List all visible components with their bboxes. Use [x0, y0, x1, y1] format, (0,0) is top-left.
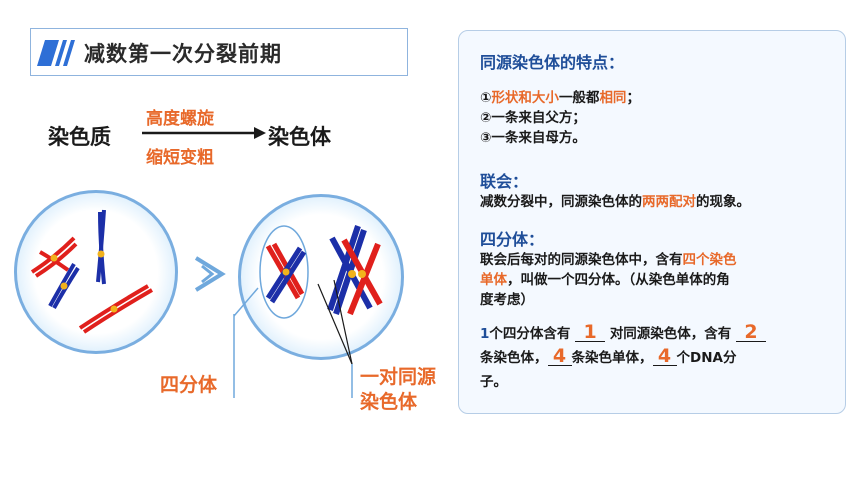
- step-shorten-thicken: 缩短变粗: [146, 148, 214, 168]
- tetrads-icon: [259, 225, 383, 319]
- cell-before: [14, 190, 178, 354]
- homologous-pair-label-1: 一对同源: [360, 366, 437, 388]
- heading-synapsis: 联会：: [480, 172, 529, 191]
- answer-blank-1[interactable]: 1: [575, 323, 606, 342]
- title-decoration-icon: [37, 40, 75, 66]
- pointer-lines: [233, 280, 353, 398]
- transition-arrow-icon: [194, 256, 226, 292]
- feature-1: ①形状和大小一般都相同；: [480, 90, 640, 106]
- heading-tetrad: 四分体：: [480, 230, 545, 249]
- answer-blank-3[interactable]: 4: [547, 347, 572, 366]
- step-high-coil: 高度螺旋: [146, 109, 214, 129]
- homologous-pair-label-2: 染色体: [360, 391, 418, 413]
- transform-arrow-icon: [142, 127, 266, 139]
- synapsis-definition: 减数分裂中，同源染色体的两两配对的现象。: [480, 194, 750, 210]
- chromosome-label: 染色体: [268, 125, 331, 149]
- title-box: [30, 28, 408, 76]
- tetrad-definition: 联会后每对的同源染色体中，含有四个染色 单体，叫做一个四分体。（从染色单体的角 …: [480, 252, 737, 308]
- chromosomes-scattered-icon: [30, 209, 154, 334]
- feature-2: ②一条来自父方；: [480, 110, 586, 126]
- cell-after: [238, 194, 404, 360]
- page-title: 减数第一次分裂前期: [84, 42, 282, 66]
- answer-blank-4[interactable]: 4: [652, 347, 677, 366]
- info-panel: [458, 30, 846, 414]
- answer-blank-2[interactable]: 2: [736, 323, 767, 342]
- heading-homologous-features: 同源染色体的特点：: [480, 53, 625, 72]
- feature-3: ③一条来自母方。: [480, 130, 586, 146]
- tetrad-label: 四分体: [160, 374, 218, 396]
- chromatin-label: 染色质: [48, 125, 111, 149]
